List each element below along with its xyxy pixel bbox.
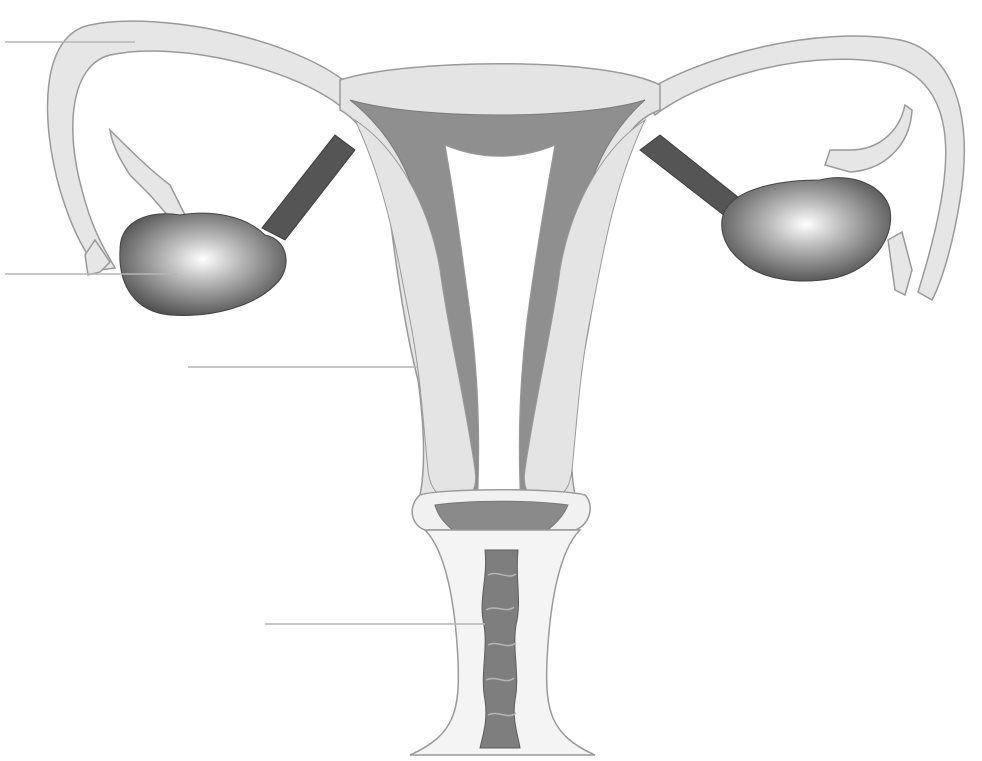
left-fimbriae <box>110 130 185 218</box>
right-ovary <box>722 178 891 281</box>
vaginal-canal <box>480 550 520 748</box>
left-ovary <box>120 213 286 315</box>
right-fimbriae-tips <box>888 232 912 295</box>
right-fimbriae <box>825 105 912 172</box>
left-ovarian-ligament <box>262 135 355 240</box>
